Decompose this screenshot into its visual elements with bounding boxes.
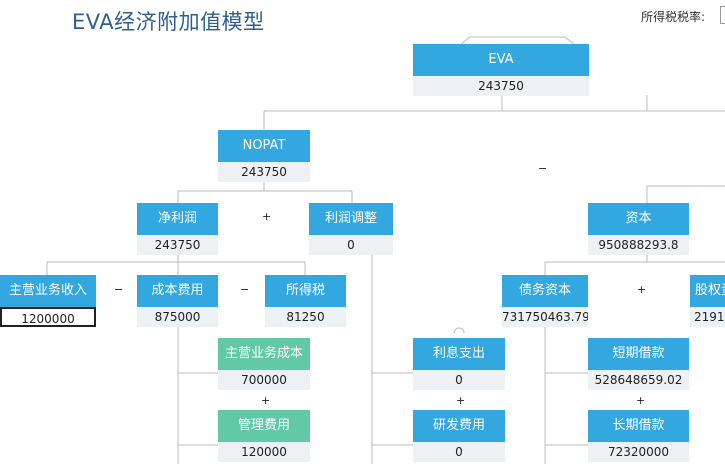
node-nopat[interactable]: NOPAT 243750 (218, 130, 310, 182)
node-nopat-value: 243750 (218, 162, 310, 182)
node-long-loan-label: 长期借款 (588, 410, 689, 442)
node-debt-capital-label: 债务资本 (502, 275, 588, 307)
node-admin-expense-label: 管理费用 (218, 410, 310, 442)
node-rnd-label: 研发费用 (413, 410, 505, 442)
node-eva-value: 243750 (413, 76, 589, 96)
node-rnd-value: 0 (413, 442, 505, 462)
node-revenue-label: 主营业务收入 (0, 275, 96, 307)
operator-plus-capital: + (637, 283, 647, 296)
node-eva-label: EVA (413, 44, 589, 76)
node-long-loan[interactable]: 长期借款 72320000 (588, 410, 689, 462)
node-admin-expense-value: 120000 (218, 442, 310, 462)
node-net-profit-label: 净利润 (137, 203, 218, 235)
node-eva[interactable]: EVA 243750 (413, 44, 589, 96)
node-income-tax-value: 81250 (265, 307, 346, 327)
node-equity-capital-value: 219137830.01 (690, 307, 725, 327)
node-revenue[interactable]: 主营业务收入 1200000 (0, 275, 96, 327)
node-equity-capital[interactable]: 股权资本 219137830.01 (690, 275, 725, 327)
node-nopat-label: NOPAT (218, 130, 310, 162)
node-cost-value: 875000 (137, 307, 218, 327)
node-interest[interactable]: 利息支出 0 (413, 338, 505, 390)
node-capital-value: 950888293.8 (588, 235, 689, 255)
operator-plus-adjust: + (456, 394, 466, 407)
node-revenue-value[interactable]: 1200000 (0, 307, 96, 327)
node-main-cost-label: 主营业务成本 (218, 338, 310, 370)
node-debt-capital[interactable]: 债务资本 731750463.79 (502, 275, 588, 327)
node-profit-adjust[interactable]: 利润调整 0 (309, 203, 393, 255)
node-profit-adjust-value: 0 (309, 235, 393, 255)
node-capital[interactable]: 资本 950888293.8 (588, 203, 689, 255)
operator-plus-nopat: + (262, 210, 272, 223)
node-main-cost[interactable]: 主营业务成本 700000 (218, 338, 310, 390)
node-net-profit[interactable]: 净利润 243750 (137, 203, 218, 255)
node-income-tax[interactable]: 所得税 81250 (265, 275, 346, 327)
tax-rate-label: 所得税税率: (641, 10, 706, 24)
operator-plus-costs: + (261, 394, 271, 407)
node-long-loan-value: 72320000 (588, 442, 689, 462)
node-cost-label: 成本费用 (137, 275, 218, 307)
node-main-cost-value: 700000 (218, 370, 310, 390)
node-debt-capital-value: 731750463.79 (502, 307, 588, 327)
operator-minus-eva: − (538, 162, 548, 175)
node-rnd[interactable]: 研发费用 0 (413, 410, 505, 462)
node-net-profit-value: 243750 (137, 235, 218, 255)
node-short-loan[interactable]: 短期借款 528648659.02 (588, 338, 689, 390)
node-equity-capital-label: 股权资本 (690, 275, 725, 307)
operator-minus-cost-tax: − (240, 283, 250, 296)
tax-rate-input[interactable] (720, 6, 725, 24)
node-profit-adjust-label: 利润调整 (309, 203, 393, 235)
node-interest-label: 利息支出 (413, 338, 505, 370)
operator-minus-revenue-cost: − (114, 283, 124, 296)
node-short-loan-value: 528648659.02 (588, 370, 689, 390)
node-capital-label: 资本 (588, 203, 689, 235)
node-admin-expense[interactable]: 管理费用 120000 (218, 410, 310, 462)
node-interest-value: 0 (413, 370, 505, 390)
node-short-loan-label: 短期借款 (588, 338, 689, 370)
page-title: EVA经济附加值模型 (72, 10, 265, 34)
node-cost[interactable]: 成本费用 875000 (137, 275, 218, 327)
operator-plus-loans: + (636, 394, 646, 407)
node-income-tax-label: 所得税 (265, 275, 346, 307)
